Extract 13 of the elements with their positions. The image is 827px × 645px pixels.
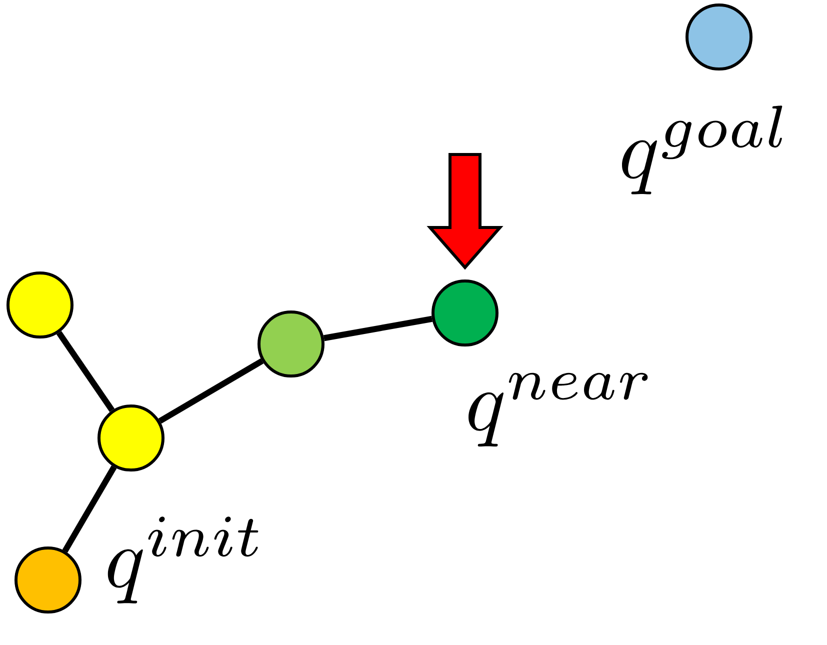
tree-edge	[62, 465, 117, 553]
tree-edge	[158, 358, 264, 424]
tree-node-circle	[6, 272, 74, 338]
node-label: $q^{goal}$	[622, 106, 782, 194]
tree-edge	[323, 316, 433, 342]
tree-node-circle	[432, 280, 498, 346]
tree-edge	[56, 330, 115, 412]
tree-node-circle	[258, 310, 324, 378]
tree-node-circle	[98, 404, 164, 472]
tree-node-circle	[686, 4, 752, 70]
node-label: $q^{init}$	[108, 516, 258, 604]
tree-node-circle	[14, 546, 82, 614]
node-label: $q^{near}$	[468, 372, 648, 446]
